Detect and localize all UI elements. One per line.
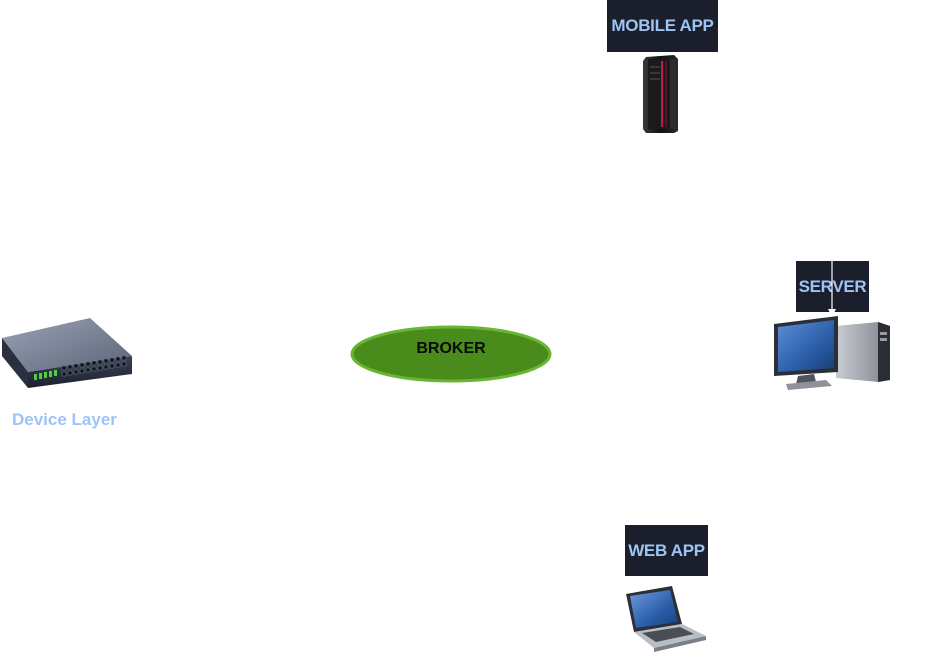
broker-ellipse[interactable]: [350, 325, 552, 385]
broker-label: BROKER: [416, 340, 486, 357]
server-rack-icon: [643, 55, 678, 133]
network-switch-icon: [2, 318, 132, 388]
desktop-computer-icon: [774, 316, 890, 390]
mobile-app-label: MOBILE APP: [607, 0, 718, 52]
web-app-label: WEB APP: [625, 525, 708, 576]
device-layer-label: Device Layer: [12, 410, 117, 429]
connector-arrow: [828, 261, 836, 317]
laptop-icon: [626, 586, 706, 652]
